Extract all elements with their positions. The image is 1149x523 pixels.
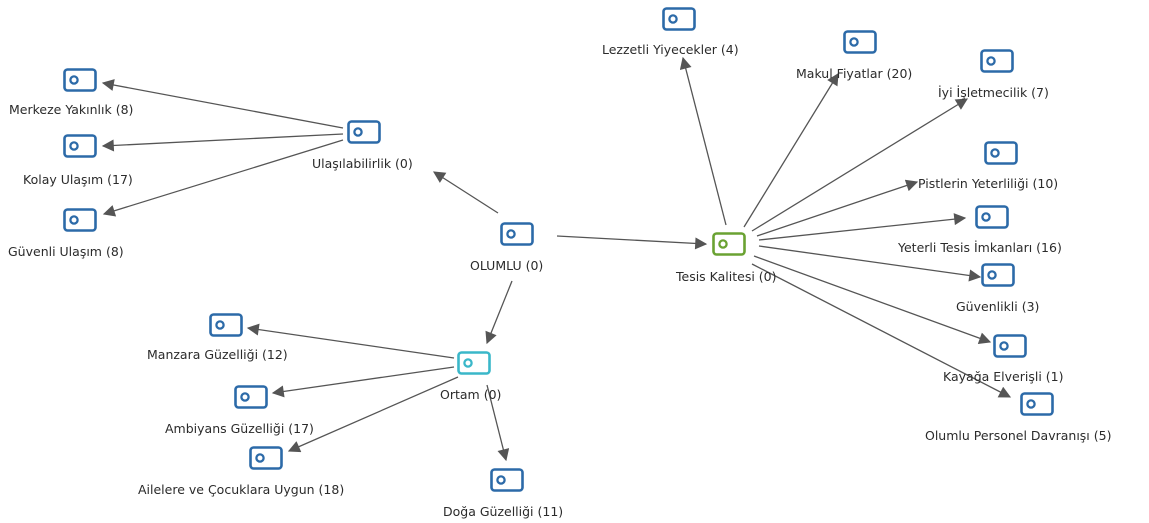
node-label: Merkeze Yakınlık (8): [9, 102, 134, 117]
node-icon[interactable]: [712, 232, 746, 256]
node-label: Ailelere ve Çocuklara Uygun (18): [138, 482, 345, 497]
edge-tesis-kalitesi-to-makul-fiyatlar: [743, 72, 839, 228]
edge-ortam-to-manzara-guzelligi: [246, 323, 455, 359]
edge-ulasilabilirlik-to-guvenli-ulasim: [102, 139, 344, 217]
edge-olumlu-to-ortam: [485, 280, 513, 345]
edge-tesis-kalitesi-to-kayaga-elverisli: [753, 255, 992, 344]
node-label: Pistlerin Yeterliliği (10): [918, 176, 1059, 191]
edge-ortam-to-ambiyans-guzelligi: [271, 366, 455, 398]
node-label: Doğa Güzelliği (11): [443, 504, 564, 519]
node-label: İyi İşletmecilik (7): [938, 85, 1049, 100]
node-label: Makul Fiyatlar (20): [796, 66, 913, 81]
node-icon[interactable]: [993, 334, 1027, 358]
node-icon[interactable]: [457, 351, 491, 375]
node-label: Lezzetli Yiyecekler (4): [602, 42, 739, 57]
edge-tesis-kalitesi-to-olumlu-personel-davranisi: [751, 263, 1012, 398]
node-icon[interactable]: [500, 222, 534, 246]
node-label: Güvenli Ulaşım (8): [8, 244, 124, 259]
node-label: Kolay Ulaşım (17): [23, 172, 133, 187]
edge-tesis-kalitesi-to-iyi-isletmecilik: [751, 98, 969, 232]
node-icon[interactable]: [975, 205, 1009, 229]
edge-ortam-to-ailelere-cocuklara-uygun: [287, 376, 459, 453]
node-label: Manzara Güzelliği (12): [147, 347, 288, 362]
node-label: OLUMLU (0): [470, 258, 544, 273]
node-icon[interactable]: [347, 120, 381, 144]
edge-olumlu-to-tesis-kalitesi: [556, 235, 708, 250]
node-label: Ambiyans Güzelliği (17): [165, 421, 314, 436]
edge-ulasilabilirlik-to-merkeze-yakinlik: [101, 79, 344, 129]
edge-ortam-to-doga-guzelligi: [486, 384, 510, 462]
edge-tesis-kalitesi-to-lezzetli-yiyecekler: [679, 56, 727, 226]
node-label: Olumlu Personel Davranışı (5): [925, 428, 1112, 443]
edge-olumlu-to-ulasilabilirlik: [432, 171, 499, 214]
node-icon[interactable]: [63, 134, 97, 158]
node-icon[interactable]: [662, 7, 696, 31]
node-icon[interactable]: [209, 313, 243, 337]
node-icon[interactable]: [249, 446, 283, 470]
node-label: Ulaşılabilirlik (0): [312, 156, 413, 171]
node-icon[interactable]: [984, 141, 1018, 165]
node-icon[interactable]: [63, 208, 97, 232]
node-icon[interactable]: [843, 30, 877, 54]
node-label: Güvenlikli (3): [956, 299, 1040, 314]
node-icon[interactable]: [981, 263, 1015, 287]
edge-tesis-kalitesi-to-yeterli-tesis-imkanlari: [758, 213, 967, 241]
edge-tesis-kalitesi-to-guvenlikli: [758, 245, 982, 282]
node-icon[interactable]: [490, 468, 524, 492]
node-label: Kayağa Elverişli (1): [943, 369, 1064, 384]
node-label: Tesis Kalitesi (0): [676, 269, 777, 284]
node-icon[interactable]: [63, 68, 97, 92]
node-icon[interactable]: [1020, 392, 1054, 416]
node-label: Yeterli Tesis İmkanları (16): [898, 240, 1062, 255]
node-icon[interactable]: [234, 385, 268, 409]
edge-ulasilabilirlik-to-kolay-ulasim: [101, 133, 344, 152]
node-icon[interactable]: [980, 49, 1014, 73]
node-label: Ortam (0): [440, 387, 502, 402]
edge-tesis-kalitesi-to-pistlerin-yeterliligi: [756, 179, 919, 237]
